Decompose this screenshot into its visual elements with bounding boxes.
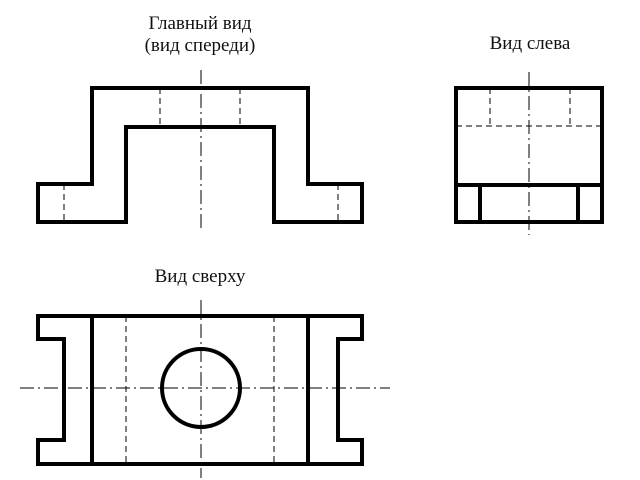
side-view-title: Вид слева bbox=[489, 33, 571, 54]
side-view bbox=[454, 72, 604, 235]
front-view-title: Главный вид (вид спереди) bbox=[100, 13, 300, 57]
top-view-title: Вид сверху bbox=[154, 266, 246, 287]
front-view bbox=[36, 70, 364, 232]
front-view-outline bbox=[36, 86, 364, 224]
front-view-title-line2: (вид спереди) bbox=[144, 35, 256, 56]
top-view bbox=[20, 300, 390, 478]
front-view-title-line1: Главный вид bbox=[148, 13, 252, 34]
top-view-outline bbox=[36, 314, 364, 466]
